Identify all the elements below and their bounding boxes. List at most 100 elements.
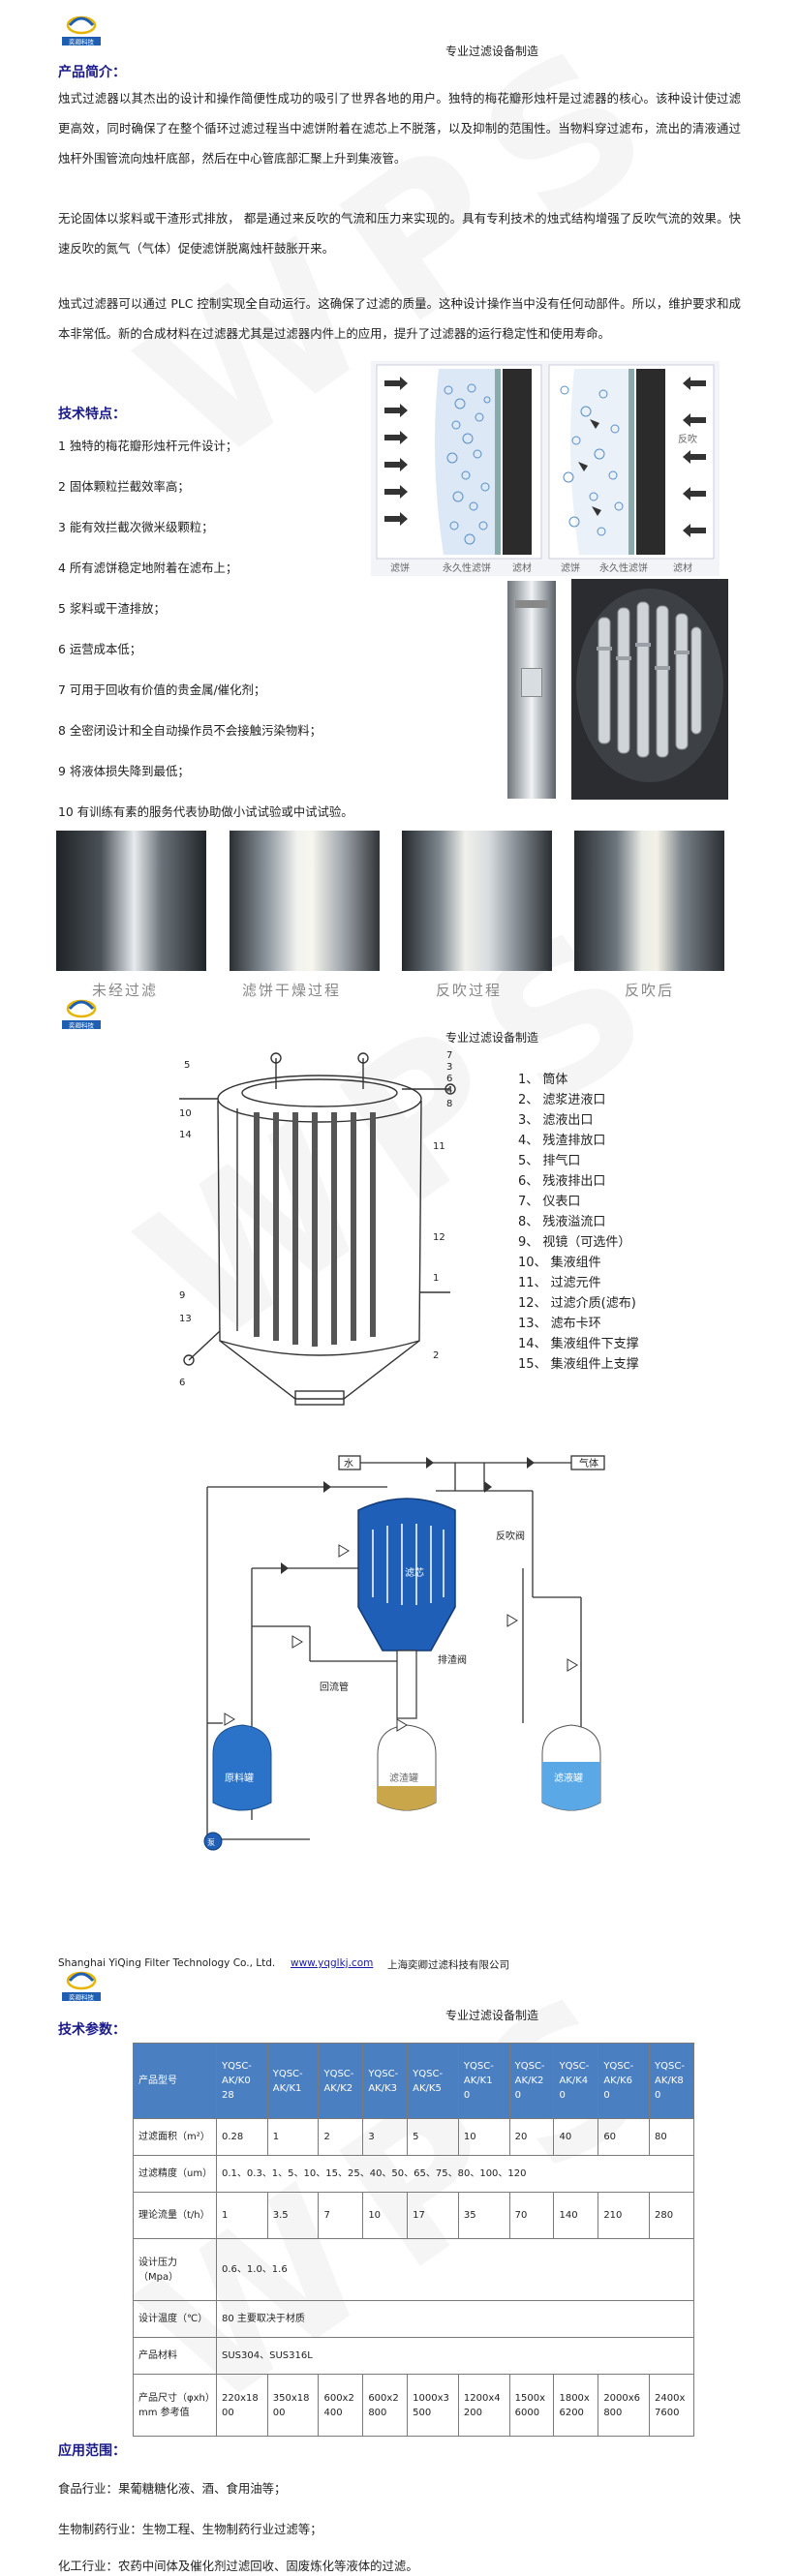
struct-num: 7 bbox=[446, 1050, 452, 1061]
residue-tank-label: 滤渣罐 bbox=[389, 1772, 418, 1784]
specs-cell: 1 bbox=[266, 2118, 320, 2156]
label-cake-right: 滤饼 bbox=[561, 561, 580, 574]
specs-cell: 210 bbox=[598, 2192, 651, 2239]
footer-website-link[interactable]: www.yqglkj.com bbox=[291, 1957, 374, 1969]
specs-span-cell: 0.1、0.3、1、5、10、15、25、40、50、65、75、80、100、… bbox=[216, 2155, 694, 2193]
company-logo: 奕卿科技 bbox=[62, 999, 101, 1030]
struct-num: 6 bbox=[446, 1074, 452, 1084]
specs-row-label: 理论流量（t/h） bbox=[133, 2192, 217, 2239]
filter-housing-photo bbox=[507, 581, 556, 799]
specs-cell: 0.28 bbox=[216, 2118, 268, 2156]
struct-num: 3 bbox=[446, 1062, 452, 1073]
specs-header-cell: YQSC- AK/K0 28 bbox=[216, 2043, 268, 2119]
specs-cell: 3.5 bbox=[266, 2192, 320, 2239]
structure-legend-item: 13、 滤布卡环 bbox=[518, 1317, 601, 1331]
applications-title: 应用范围： bbox=[58, 2443, 126, 2459]
label-media: 滤材 bbox=[512, 561, 532, 574]
table-row: 设计压力（Mpa） 0.6、1.0、1.6 bbox=[133, 2238, 694, 2301]
specs-header-cell: YQSC- AK/K2 bbox=[318, 2043, 364, 2119]
table-row: 产品材料 SUS304、SUS316L bbox=[133, 2337, 694, 2375]
caption-drying: 滤饼干燥过程 bbox=[242, 982, 342, 999]
structure-legend-item: 10、 集液组件 bbox=[518, 1256, 601, 1270]
struct-num: 6 bbox=[179, 1378, 185, 1388]
process-flow-diagram: 滤芯 原料罐 滤渣罐 滤液罐 泵 水 气体 反吹阀 排渣阀 回流管 bbox=[203, 1455, 605, 1851]
company-logo: 奕卿科技 bbox=[62, 1971, 101, 2002]
label-cake: 滤饼 bbox=[390, 561, 410, 574]
process-photo-backwash bbox=[402, 831, 552, 971]
features-title: 技术特点： bbox=[58, 407, 126, 422]
specs-row-label: 过滤精度（um） bbox=[133, 2155, 217, 2193]
struct-num: 5 bbox=[184, 1060, 190, 1071]
filter-structure-drawing: 5 3 7 6 8 4 10 14 11 12 1 9 13 2 6 bbox=[179, 1050, 456, 1406]
specs-cell: 20 bbox=[508, 2118, 555, 2156]
feature-item: 2 固体颗粒拦截效率高； bbox=[58, 479, 190, 494]
specs-header-cell: YQSC- AK/K6 0 bbox=[598, 2043, 651, 2119]
footer-company-cn: 上海奕卿过滤科技有限公司 bbox=[387, 1959, 509, 1971]
struct-num: 8 bbox=[446, 1099, 452, 1109]
table-row: 产品尺寸（φxh）mm 参考值 220x18 00 350x18 00 600x… bbox=[133, 2374, 694, 2437]
gas-label: 气体 bbox=[579, 1457, 598, 1470]
feature-item: 10 有训练有素的服务代表协助做小试试验或中试试验。 bbox=[58, 804, 353, 819]
pump-label: 泵 bbox=[207, 1838, 215, 1847]
table-row: 设计温度（℃） 80 主要取决于材质 bbox=[133, 2300, 694, 2338]
raw-tank-label: 原料罐 bbox=[225, 1772, 254, 1784]
specs-header-cell: YQSC- AK/K1 0 bbox=[457, 2043, 510, 2119]
structure-legend-item: 2、 滤浆进液口 bbox=[518, 1093, 606, 1107]
label-permanent-cake-right: 永久性滤饼 bbox=[599, 561, 648, 574]
caption-backwash: 反吹过程 bbox=[436, 982, 503, 999]
specs-cell: 1000x3 500 bbox=[407, 2374, 459, 2437]
specs-cell: 70 bbox=[508, 2192, 555, 2239]
specs-cell: 600x2 400 bbox=[318, 2374, 364, 2437]
intro-paragraph-3: 烛式过滤器可以通过 PLC 控制实现全自动运行。这确保了过滤的质量。这种设计操作… bbox=[58, 296, 741, 341]
specs-cell: 17 bbox=[407, 2192, 459, 2239]
struct-num: 13 bbox=[179, 1314, 192, 1324]
specs-cell: 35 bbox=[457, 2192, 510, 2239]
specs-row-label: 设计温度（℃） bbox=[133, 2300, 217, 2338]
structure-legend-item: 14、 集液组件下支撑 bbox=[518, 1337, 639, 1351]
specs-cell: 1500x 6000 bbox=[508, 2374, 555, 2437]
specs-row-label: 产品尺寸（φxh）mm 参考值 bbox=[133, 2374, 217, 2437]
caption-unfiltered: 未经过滤 bbox=[92, 982, 159, 999]
feature-item: 8 全密闭设计和全自动操作员不会接触污染物料； bbox=[58, 723, 322, 738]
structure-legend-item: 7、 仪表口 bbox=[518, 1195, 581, 1209]
structure-legend-item: 6、 残液排出口 bbox=[518, 1174, 606, 1189]
table-row: 过滤精度（um） 0.1、0.3、1、5、10、15、25、40、50、65、7… bbox=[133, 2155, 694, 2193]
specs-cell: 1200x4 200 bbox=[457, 2374, 510, 2437]
structure-legend-item: 3、 滤液出口 bbox=[518, 1113, 594, 1128]
structure-legend-item: 15、 集液组件上支撑 bbox=[518, 1357, 639, 1372]
specs-span-cell: 80 主要取决于材质 bbox=[216, 2300, 694, 2338]
feature-item: 9 将液体损失降到最低； bbox=[58, 764, 190, 778]
struct-num: 1 bbox=[433, 1273, 439, 1284]
specs-cell: 140 bbox=[553, 2192, 599, 2239]
struct-num: 11 bbox=[433, 1141, 445, 1152]
specs-cell: 80 bbox=[649, 2118, 694, 2156]
table-row: 过滤面积（m²） 0.28 1 2 3 5 10 20 40 60 80 bbox=[133, 2118, 694, 2156]
specs-header-cell: YQSC- AK/K4 0 bbox=[553, 2043, 599, 2119]
structure-legend-item: 4、 残渣排放口 bbox=[518, 1134, 606, 1148]
backwash-valve-label: 反吹阀 bbox=[496, 1530, 525, 1542]
specs-cell: 350x18 00 bbox=[266, 2374, 320, 2437]
feature-item: 3 能有效拦截次微米级颗粒； bbox=[58, 520, 214, 534]
process-photo-drying bbox=[230, 831, 380, 971]
specs-cell: 2000x6 800 bbox=[598, 2374, 651, 2437]
specs-header-row: 产品型号 YQSC- AK/K0 28 YQSC- AK/K1 YQSC- AK… bbox=[133, 2043, 694, 2119]
structure-legend-item: 11、 过滤元件 bbox=[518, 1276, 601, 1290]
struct-num: 9 bbox=[179, 1290, 185, 1301]
specs-header-cell: YQSC- AK/K5 bbox=[407, 2043, 459, 2119]
structure-legend-item: 1、 筒体 bbox=[518, 1073, 568, 1087]
intro-paragraph-2: 无论固体以浆料或干渣形式排放， 都是通过来反吹的气流和压力来实现的。具有专利技术… bbox=[58, 211, 741, 256]
specs-cell: 40 bbox=[553, 2118, 599, 2156]
specs-row-label: 过滤面积（m²） bbox=[133, 2118, 217, 2156]
specs-cell: 280 bbox=[649, 2192, 694, 2239]
process-photo-unfiltered bbox=[56, 831, 206, 971]
specs-cell: 1800x 6200 bbox=[553, 2374, 599, 2437]
return-pipe-label: 回流管 bbox=[320, 1681, 349, 1693]
specs-cell: 600x2 800 bbox=[362, 2374, 409, 2437]
table-row: 理论流量（t/h） 1 3.5 7 10 17 35 70 140 210 28… bbox=[133, 2192, 694, 2239]
specs-span-cell: 0.6、1.0、1.6 bbox=[216, 2238, 694, 2301]
page-header-title: 专业过滤设备制造 bbox=[445, 1031, 539, 1045]
struct-num: 4 bbox=[446, 1085, 452, 1096]
page-header-title: 专业过滤设备制造 bbox=[445, 45, 539, 58]
discharge-valve-label: 排渣阀 bbox=[438, 1653, 467, 1666]
specs-span-cell: SUS304、SUS316L bbox=[216, 2337, 694, 2375]
